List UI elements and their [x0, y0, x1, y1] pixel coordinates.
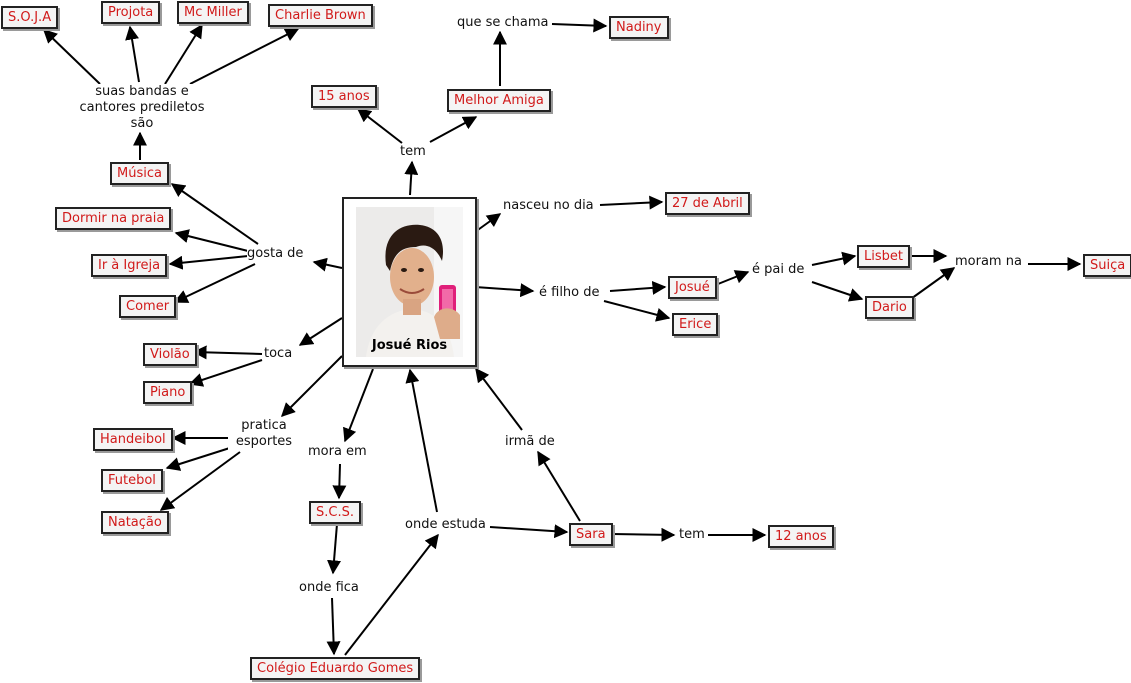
connector-line: [717, 270, 750, 285]
connector-line: [405, 368, 438, 513]
connector-line: [165, 445, 237, 471]
concept-12-anos[interactable]: 12 anos: [768, 525, 834, 548]
connector-line: [429, 116, 478, 143]
connector-line: [159, 451, 241, 511]
connector-line: [168, 255, 249, 270]
connector-line: [192, 345, 263, 360]
concept-natacao[interactable]: Natação: [101, 511, 169, 534]
connector-line: [189, 28, 300, 85]
connector-line: [343, 368, 374, 443]
concept-lisbet[interactable]: Lisbet: [857, 245, 910, 268]
concept-15-anos[interactable]: 15 anos: [311, 85, 377, 108]
center-label: Josué Rios: [371, 338, 448, 353]
person-photo: [356, 207, 463, 357]
connector-line: [164, 23, 203, 85]
connector-line: [170, 183, 259, 245]
concept-colegio-eduardo-gomes[interactable]: Colégio Eduardo Gomes: [250, 657, 421, 680]
link-pratica-esportes: pratica esportes: [228, 418, 300, 450]
concept-erice[interactable]: Erice: [672, 313, 719, 336]
concept-josue[interactable]: Josué: [668, 276, 717, 299]
connector-line: [312, 257, 343, 272]
link-que-se-chama: que se chama: [457, 15, 549, 31]
connector-line: [474, 213, 502, 233]
concept-dario[interactable]: Dario: [865, 296, 914, 319]
concept-handeibol[interactable]: Handeibol: [93, 428, 173, 451]
connector-line: [332, 463, 347, 500]
connector-line: [174, 229, 249, 252]
link-tem: tem: [400, 144, 426, 160]
link-gosta-de: gosta de: [247, 246, 304, 262]
concept-soja[interactable]: S.O.J.A: [1, 6, 59, 29]
connector-line: [298, 317, 343, 346]
connector-line: [42, 29, 101, 85]
concept-ir-a-igreja[interactable]: Ir à Igreja: [91, 254, 168, 277]
connector-line: [599, 195, 664, 210]
connector-line: [611, 527, 676, 542]
connector-line: [404, 160, 419, 196]
connector-line: [474, 283, 535, 298]
connector-line: [344, 533, 439, 656]
concept-melhor-amiga[interactable]: Melhor Amiga: [447, 89, 551, 112]
connector-line: [609, 280, 667, 295]
concept-27-de-abril[interactable]: 27 de Abril: [665, 192, 750, 215]
connector-line: [537, 450, 581, 522]
connector-line: [326, 597, 341, 656]
concept-violao[interactable]: Violão: [143, 343, 197, 366]
connector-line: [811, 251, 857, 266]
concept-suica[interactable]: Suiça: [1083, 254, 1131, 277]
concept-piano[interactable]: Piano: [143, 381, 193, 404]
concept-comer[interactable]: Comer: [119, 295, 177, 318]
link-bandas-cantores: suas bandas e cantores prediletos são: [78, 84, 206, 132]
concept-scs[interactable]: S.C.S.: [309, 501, 361, 524]
concept-sara[interactable]: Sara: [569, 523, 613, 546]
concept-nadiny[interactable]: Nadiny: [609, 16, 669, 39]
connector-line: [173, 263, 256, 303]
link-toca: toca: [264, 346, 293, 362]
link-tem-sara: tem: [679, 527, 705, 543]
concept-projota[interactable]: Projota: [101, 1, 161, 24]
link-mora-em: mora em: [308, 444, 367, 460]
link-e-pai-de: é pai de: [752, 262, 805, 278]
connector-line: [281, 355, 343, 417]
connector-line: [188, 359, 263, 387]
connector-line: [125, 25, 140, 83]
link-irma-de: irmã de: [505, 434, 555, 450]
connector-line: [327, 523, 342, 575]
concept-charlie-brown[interactable]: Charlie Brown: [268, 4, 373, 27]
center-photo-node[interactable]: Josué Rios: [342, 197, 477, 367]
link-e-filho-de: é filho de: [539, 285, 600, 301]
connector-line: [356, 108, 403, 144]
concept-dormir-na-praia[interactable]: Dormir na praia: [55, 207, 172, 230]
connector-line: [489, 524, 569, 539]
link-nasceu-no-dia: nasceu no dia: [503, 198, 594, 214]
concept-musica[interactable]: Música: [110, 162, 169, 185]
connector-line: [603, 300, 671, 322]
link-onde-fica: onde fica: [299, 580, 359, 596]
connector-line: [475, 367, 523, 431]
connector-line: [551, 18, 608, 33]
link-moram-na: moram na: [955, 254, 1022, 270]
connector-line: [811, 281, 864, 302]
connector-line: [907, 267, 956, 302]
concept-futebol[interactable]: Futebol: [101, 469, 163, 492]
link-onde-estuda: onde estuda: [405, 517, 486, 533]
concept-mc-miller[interactable]: Mc Miller: [177, 1, 249, 24]
